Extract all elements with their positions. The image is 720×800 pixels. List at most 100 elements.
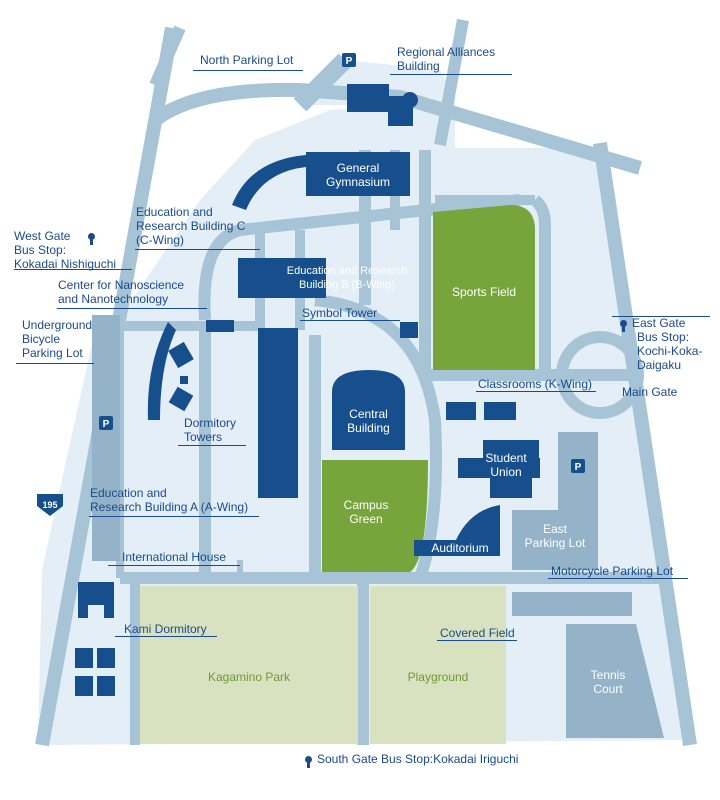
label-line: Parking Lot xyxy=(524,536,586,550)
campus-green-area xyxy=(322,460,428,572)
label-line: (C-Wing) xyxy=(136,233,184,247)
label-main-gate: Main Gate xyxy=(622,385,678,399)
label-line: Research Building C xyxy=(136,219,246,233)
tennis-court-area xyxy=(566,624,664,738)
label-line: Parking Lot xyxy=(22,346,83,360)
label-line: Building B (B-Wing) xyxy=(299,279,395,291)
east-parking-lot-area xyxy=(512,510,598,570)
label-central-building: Central Building xyxy=(332,407,405,435)
label-west-gate-bus-stop: West Gate Bus Stop: Kokadai Nishiguchi xyxy=(14,229,116,271)
leader-international xyxy=(108,565,240,566)
sports-field-area xyxy=(433,205,535,370)
leader-symbol xyxy=(300,320,400,321)
label-line: Education and xyxy=(90,486,167,500)
label-line: Center for Nanoscience xyxy=(58,278,185,292)
label-line: Central xyxy=(349,407,388,421)
label-line: Green xyxy=(349,512,383,526)
playground-area xyxy=(370,586,506,744)
label-sports-field: Sports Field xyxy=(451,285,517,299)
label-line: Education and xyxy=(136,205,213,219)
label-line: Kochi-Koka- xyxy=(637,344,703,358)
label-dormitory-towers: Dormitory Towers xyxy=(184,416,236,444)
label-nanoscience-center: Center for Nanoscience and Nanotechnolog… xyxy=(58,278,184,306)
label-line: Bus Stop: xyxy=(637,330,690,344)
leader-covered xyxy=(437,640,517,641)
label-south-gate-bus-stop: South Gate Bus Stop:Kokadai Iriguchi xyxy=(305,752,519,769)
label-line: General xyxy=(336,161,380,175)
buildings xyxy=(75,84,540,696)
label-line: Regional Alliances xyxy=(397,45,496,59)
bus-stop-pin-icon xyxy=(620,320,627,333)
label-education-building-b: Education and Research Building B (B-Win… xyxy=(284,264,410,292)
label-line: Gymnasium xyxy=(325,175,390,189)
label-line: and Nanotechnology xyxy=(58,292,169,306)
label-line: Education and Research xyxy=(286,265,408,277)
label-line: South Gate Bus Stop:Kokadai Iriguchi xyxy=(317,752,519,766)
label-line: Campus xyxy=(343,498,389,512)
label-kami-dormitory: Kami Dormitory xyxy=(124,622,207,636)
underground-bicycle-parking xyxy=(92,315,120,561)
label-education-building-a: Education and Research Building A (A-Win… xyxy=(90,486,248,514)
label-student-union: Student Union xyxy=(476,451,536,479)
label-line: West Gate xyxy=(14,229,71,243)
leader-classrooms xyxy=(476,391,596,392)
leader-west-gate xyxy=(14,269,132,270)
leader-dormitory xyxy=(178,445,246,446)
label-line: Kokadai Nishiguchi xyxy=(14,257,117,271)
label-education-building-c: Education and Research Building C (C-Win… xyxy=(136,205,245,247)
motorcycle-parking-area xyxy=(512,592,632,616)
label-line: East Gate xyxy=(632,316,686,330)
label-general-gymnasium: General Gymnasium xyxy=(306,161,410,189)
label-line: Research Building A (A-Wing) xyxy=(90,500,249,514)
label-line: Dormitory xyxy=(184,416,237,430)
label-symbol-tower: Symbol Tower xyxy=(302,306,378,320)
bus-stop-pin-icon xyxy=(305,756,312,769)
leader-kami xyxy=(115,636,217,637)
parking-icon-west: P xyxy=(99,416,113,430)
label-line: Bus Stop: xyxy=(14,243,67,257)
label-line: Tennis xyxy=(590,668,626,682)
label-line: Student xyxy=(485,451,527,465)
label-east-parking-lot: East Parking Lot xyxy=(512,522,598,550)
kagamino-park-area xyxy=(140,586,358,744)
label-tennis-court: Tennis Court xyxy=(566,668,650,696)
label-line: Daigaku xyxy=(637,358,682,372)
label-line: Union xyxy=(490,465,522,479)
label-motorcycle-parking: Motorcycle Parking Lot xyxy=(551,564,674,578)
label-line: East xyxy=(542,522,567,536)
label-classrooms-k-wing: Classrooms (K-Wing) xyxy=(478,377,593,391)
leader-edu-a xyxy=(89,516,259,517)
svg-text:P: P xyxy=(575,462,582,473)
label-east-gate-bus-stop: East Gate Bus Stop: Kochi-Koka- Daigaku xyxy=(620,316,702,372)
label-regional-alliances-building: Regional Alliances Building xyxy=(397,45,495,73)
label-line: Underground xyxy=(22,318,93,332)
svg-text:P: P xyxy=(103,419,110,430)
leader-underground xyxy=(16,363,94,364)
label-kagamino-park: Kagamino Park xyxy=(207,670,291,684)
leader-east-gate xyxy=(612,316,710,317)
leader-edu-c xyxy=(135,249,260,250)
label-international-house: International House xyxy=(122,550,227,564)
label-auditorium: Auditorium xyxy=(431,541,489,555)
label-line: Building xyxy=(347,421,390,435)
label-line: Bicycle xyxy=(22,332,61,346)
label-underground-bicycle-parking: Underground Bicycle Parking Lot xyxy=(22,318,92,360)
svg-text:195: 195 xyxy=(42,500,57,510)
leader-north-parking xyxy=(193,70,303,71)
parking-icon-north: P xyxy=(342,53,356,67)
label-campus-green: Campus Green xyxy=(322,498,410,526)
label-covered-field: Covered Field xyxy=(440,626,515,640)
leader-motorcycle xyxy=(548,578,688,579)
parking-icon-east: P xyxy=(571,459,585,473)
label-line: Court xyxy=(593,682,623,696)
label-line: Towers xyxy=(184,430,223,444)
leader-regional xyxy=(390,74,512,75)
label-north-parking-lot: North Parking Lot xyxy=(200,53,294,67)
leader-nano xyxy=(57,308,207,309)
route-195-icon: 195 xyxy=(37,494,63,516)
bus-stop-pin-icon xyxy=(87,233,95,246)
svg-text:P: P xyxy=(346,56,353,67)
label-playground: Playground xyxy=(407,670,469,684)
label-line: Building xyxy=(397,59,440,73)
